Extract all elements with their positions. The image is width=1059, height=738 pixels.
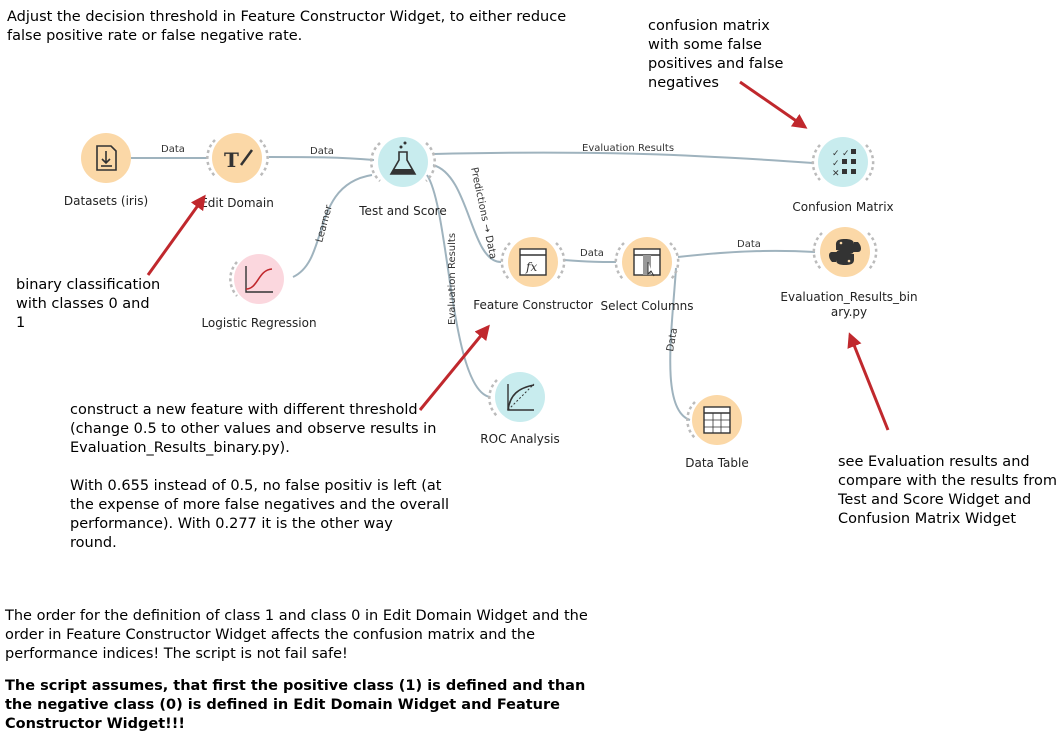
annotation-arrow-confusion — [739, 80, 808, 129]
link-test-score-roc-analysis[interactable]: Evaluation Results — [426, 174, 491, 398]
link-datasets-edit-domain[interactable]: Data — [130, 144, 207, 160]
widget-logistic-regression[interactable]: Logistic Regression — [201, 254, 317, 330]
link-edit-domain-test-score[interactable]: Data — [268, 146, 375, 161]
link-label: Data — [161, 144, 185, 155]
link-label: Evaluation Results — [447, 233, 458, 325]
widget-title: Select Columns — [600, 299, 693, 313]
table-icon — [703, 406, 731, 434]
link-label: Predictions → Data — [468, 166, 498, 260]
svg-text:fx: fx — [525, 260, 537, 274]
svg-text:✓: ✓ — [832, 149, 840, 159]
widget-title: ROC Analysis — [480, 432, 559, 446]
widget-title: ary.py — [831, 305, 867, 319]
file-download-icon — [96, 145, 117, 171]
note-class-order: The order for the definition of class 1 … — [5, 608, 588, 662]
widget-feature-constructor[interactable]: fx Feature Constructor — [473, 237, 593, 312]
note-see-results: see Evaluation results and compare with … — [838, 454, 1057, 527]
link-label: Data — [580, 248, 604, 259]
widget-title: Datasets (iris) — [64, 194, 148, 208]
link-label: Data — [310, 146, 334, 157]
widget-roc-analysis[interactable]: ROC Analysis — [480, 372, 560, 446]
widget-title: Test and Score — [358, 204, 446, 218]
text-edit-icon: T — [224, 148, 254, 172]
widget-python-script[interactable]: Evaluation_Results_bin ary.py — [780, 227, 918, 319]
roc-curve-icon — [507, 383, 535, 411]
link-test-score-confusion-matrix[interactable]: Evaluation Results — [433, 143, 814, 164]
link-label: Data — [737, 239, 761, 250]
note-instructions: Adjust the decision threshold in Feature… — [7, 9, 567, 44]
sigmoid-icon — [245, 266, 273, 293]
widget-confusion-matrix[interactable]: ✓ ✓ ✓ ✕ Confusion Matrix — [792, 137, 894, 214]
widget-datasets[interactable]: Datasets (iris) — [64, 133, 148, 208]
widget-select-columns[interactable]: Select Columns — [600, 237, 694, 313]
svg-text:T: T — [224, 148, 239, 172]
widget-edit-domain[interactable]: T Edit Domain — [200, 133, 274, 210]
widget-title: Logistic Regression — [201, 316, 316, 330]
widget-title: Confusion Matrix — [792, 200, 893, 214]
link-select-columns-python-script[interactable]: Data — [677, 239, 816, 258]
widget-title: Feature Constructor — [473, 298, 593, 312]
widget-title: Edit Domain — [200, 196, 274, 210]
svg-text:✓: ✓ — [842, 149, 850, 159]
link-feature-constructor-select-columns[interactable]: Data — [563, 248, 617, 263]
note-construct-feature: construct a new feature with different t… — [70, 402, 450, 551]
python-icon — [829, 239, 861, 265]
widget-title: Evaluation_Results_bin — [780, 290, 917, 304]
svg-text:✕: ✕ — [832, 169, 840, 179]
link-logistic-regression-test-score[interactable]: Learner — [292, 174, 373, 278]
note-script-assumption: The script assumes, that first the posit… — [5, 678, 586, 732]
widget-test-score[interactable]: Test and Score — [358, 137, 447, 218]
flask-icon — [389, 141, 417, 175]
link-label: Learner — [314, 203, 335, 244]
fx-icon: fx — [519, 248, 547, 276]
link-select-columns-data-table[interactable]: Data — [665, 267, 691, 421]
columns-icon — [633, 248, 661, 277]
annotation-arrow-feature-constructor — [418, 324, 490, 411]
svg-text:✓: ✓ — [832, 159, 840, 169]
matrix-icon: ✓ ✓ ✓ ✕ — [832, 149, 856, 179]
annotation-arrow-edit-domain — [146, 194, 206, 276]
link-label: Data — [665, 327, 680, 352]
note-confusion-matrix: confusion matrix with some false positiv… — [648, 18, 784, 91]
link-label: Evaluation Results — [582, 143, 674, 154]
widget-title: Data Table — [685, 456, 749, 470]
note-binary-classification: binary classification with classes 0 and… — [16, 277, 161, 331]
widget-data-table[interactable]: Data Table — [685, 395, 749, 470]
annotation-arrow-python-script — [847, 332, 890, 431]
